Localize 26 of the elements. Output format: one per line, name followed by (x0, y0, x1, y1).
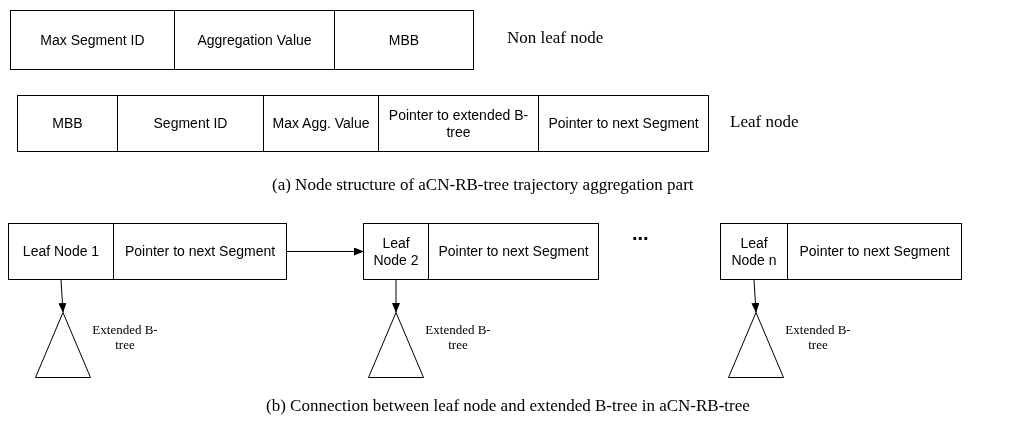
record-field: Pointer to next Segment (113, 223, 287, 280)
row-label: Leaf node (730, 112, 799, 132)
node-caption: Extended B-tree (784, 322, 852, 352)
ellipsis-text: ... (632, 222, 649, 245)
node-caption: Extended B-tree (91, 322, 159, 352)
arrow (286, 247, 364, 256)
record-field: Leaf Node n (720, 223, 788, 280)
record-field: Max Segment ID (10, 10, 175, 70)
record-field: Max Agg. Value (263, 95, 379, 152)
node-caption: Extended B-tree (424, 322, 492, 352)
record-field: Pointer to next Segment (787, 223, 962, 280)
record-field: Pointer to next Segment (538, 95, 709, 152)
record-field: Segment ID (117, 95, 264, 152)
row-label: Non leaf node (507, 28, 604, 48)
record-field: Leaf Node 2 (363, 223, 429, 280)
caption-text: (b) Connection between leaf node and extended B-tree in aCN-RB-tree (266, 396, 750, 416)
record-field: MBB (334, 10, 474, 70)
record-field: Aggregation Value (174, 10, 335, 70)
arrow (751, 279, 760, 313)
caption-text: (a) Node structure of aCN-RB-tree trajectory aggregation part (272, 175, 694, 195)
record-field: Leaf Node 1 (8, 223, 114, 280)
arrow (58, 279, 67, 313)
record-field: Pointer to next Segment (428, 223, 599, 280)
arrow (392, 279, 400, 313)
record-field: MBB (17, 95, 118, 152)
record-field: Pointer to extended B-tree (378, 95, 539, 152)
